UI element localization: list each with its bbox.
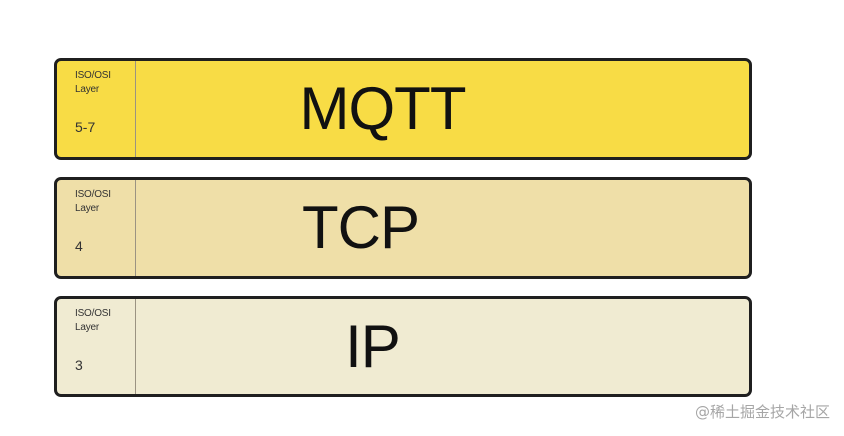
watermark-text: @稀土掘金技术社区: [694, 403, 830, 421]
layer-caption-line2: Layer: [75, 203, 100, 214]
layer-main-panel: MQTT: [136, 61, 749, 157]
layer-caption-line2: Layer: [75, 84, 100, 95]
layer-caption-line1: ISO/OSI: [75, 189, 111, 200]
layer-number: 5-7: [75, 119, 96, 135]
layer-main-panel: IP: [136, 299, 749, 394]
protocol-stack-diagram: ISO/OSI Layer 5-7 MQTT ISO/OSI Layer 4 T…: [54, 58, 752, 397]
layer-caption-line1: ISO/OSI: [75, 308, 111, 319]
layer-number: 3: [75, 357, 83, 373]
layer-number: 4: [75, 238, 83, 254]
layer-box-ip: ISO/OSI Layer 3 IP: [54, 296, 752, 397]
layer-box-mqtt: ISO/OSI Layer 5-7 MQTT: [54, 58, 752, 160]
layer-side-panel: ISO/OSI Layer 3: [57, 299, 136, 394]
layer-main-panel: TCP: [136, 180, 749, 276]
protocol-name-tcp: TCP: [302, 194, 420, 261]
layer-caption-line2: Layer: [75, 322, 100, 333]
layer-side-panel: ISO/OSI Layer 4: [57, 180, 136, 276]
layer-box-tcp: ISO/OSI Layer 4 TCP: [54, 177, 752, 279]
layer-side-panel: ISO/OSI Layer 5-7: [57, 61, 136, 157]
protocol-name-ip: IP: [345, 312, 401, 380]
protocol-name-mqtt: MQTT: [299, 75, 467, 142]
layer-caption-line1: ISO/OSI: [75, 70, 111, 81]
